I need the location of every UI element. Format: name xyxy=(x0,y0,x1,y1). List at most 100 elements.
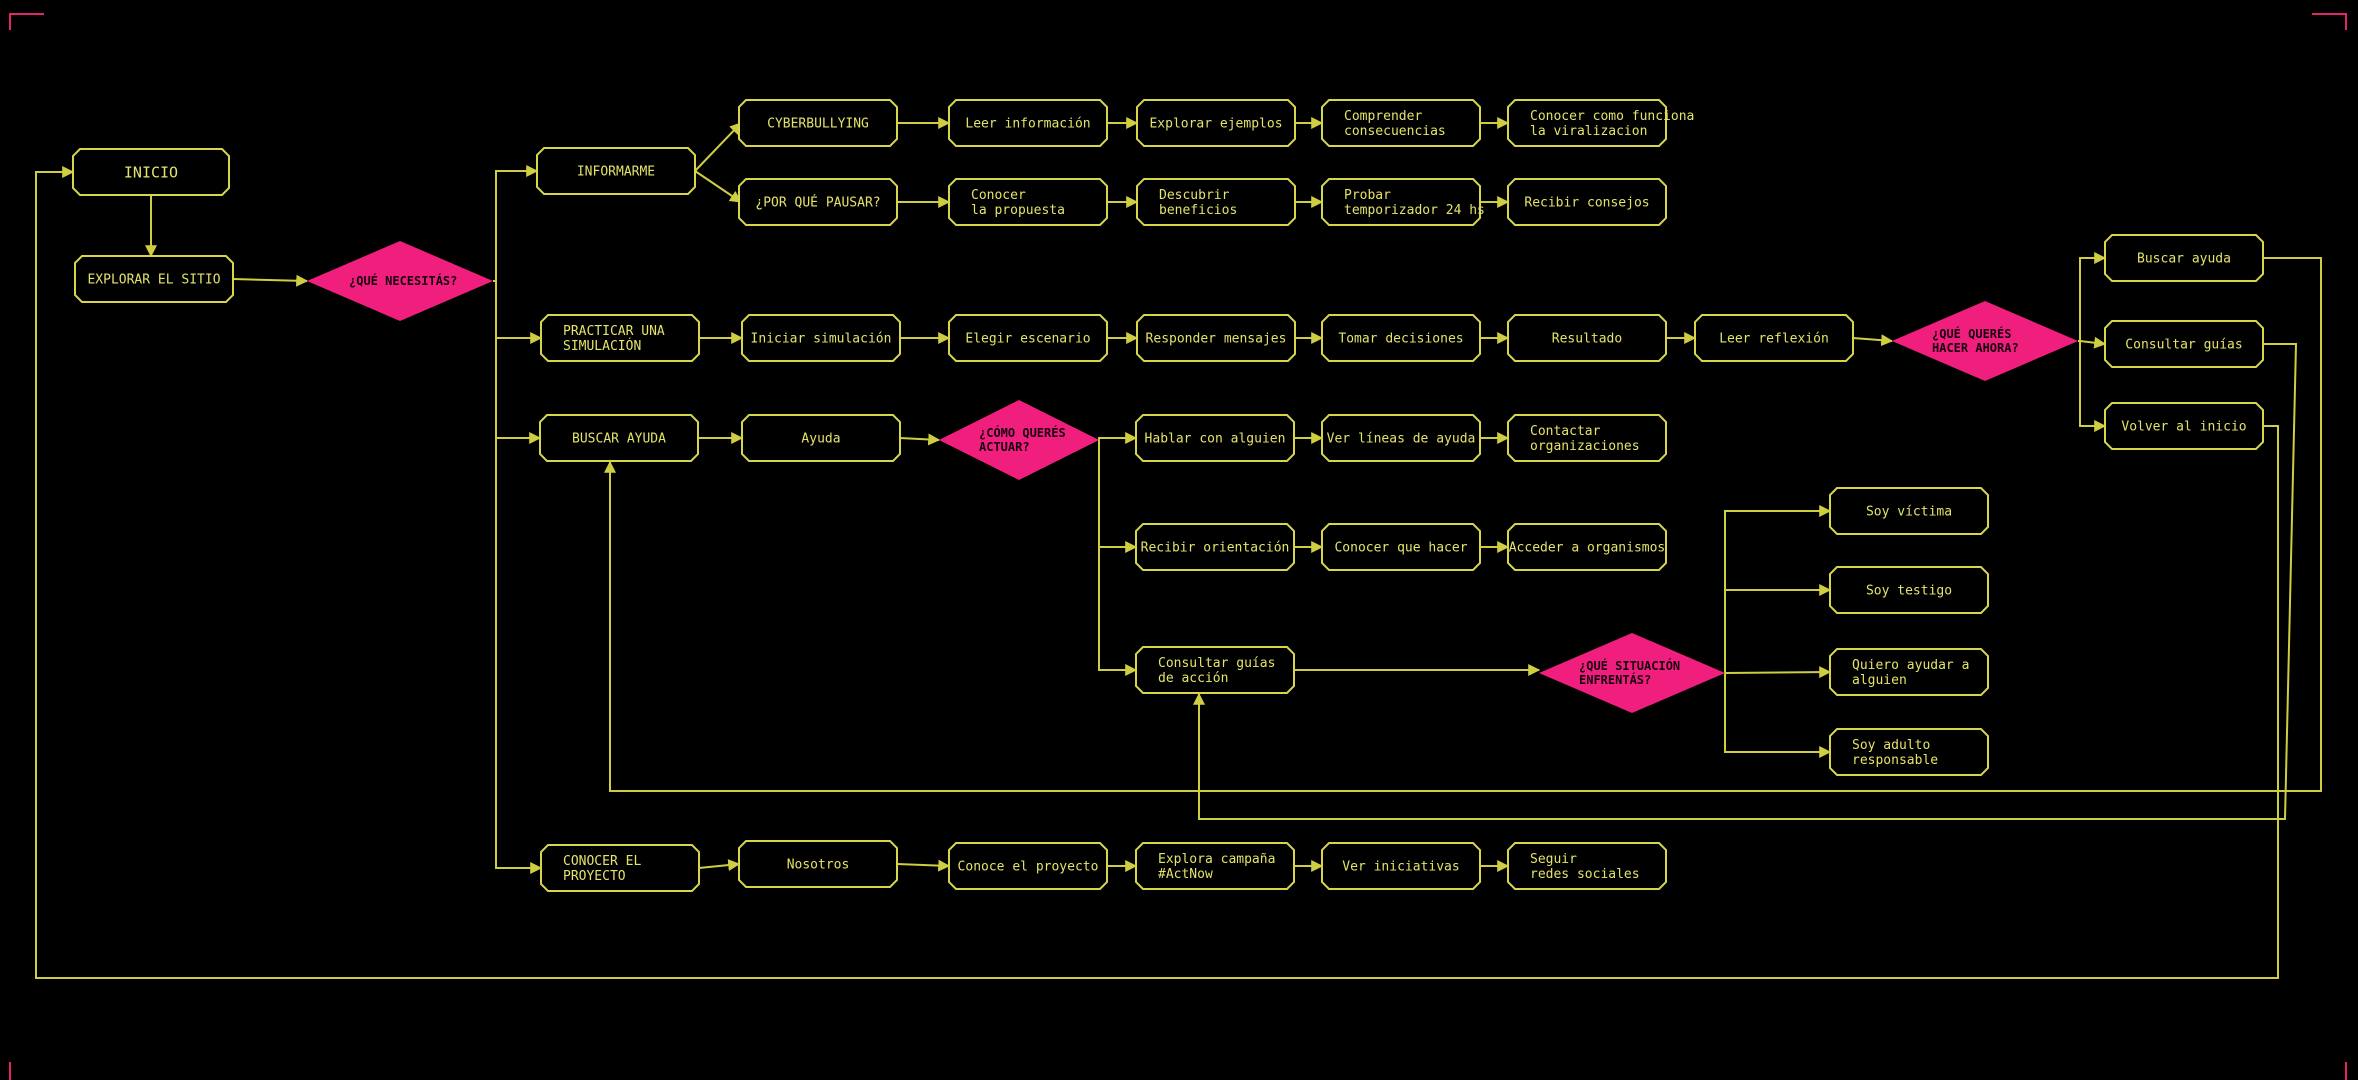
node-shape xyxy=(1507,314,1667,362)
node-shape xyxy=(738,178,898,226)
node-shape xyxy=(948,314,1108,362)
node-explorar-ejemplos[interactable]: Explorar ejemplos xyxy=(1136,99,1296,147)
node-shape xyxy=(1829,728,1989,776)
node-shape xyxy=(1321,523,1481,571)
node-shape xyxy=(2104,320,2264,368)
node-soy-testigo[interactable]: Soy testigo xyxy=(1829,566,1989,614)
decision-shape xyxy=(307,241,493,321)
node-label: consecuencias xyxy=(1344,124,1446,139)
node-label: Ver iniciativas xyxy=(1342,860,1459,875)
node-conoce-proyecto[interactable]: Conoce el proyecto xyxy=(948,842,1108,890)
node-conocer-que-hacer[interactable]: Conocer que hacer xyxy=(1321,523,1481,571)
node-label: Leer reflexión xyxy=(1719,332,1829,347)
node-elegir-escenario[interactable]: Elegir escenario xyxy=(948,314,1108,362)
corner-mark xyxy=(2312,13,2347,30)
node-label: responsable xyxy=(1852,753,1938,768)
node-explora-campana[interactable]: Explora campaña#ActNow xyxy=(1135,842,1295,890)
node-q-necesitas[interactable]: ¿QUÉ NECESITÁS? xyxy=(307,241,493,321)
node-hablar-alguien[interactable]: Hablar con alguien xyxy=(1135,414,1295,462)
node-leer-info[interactable]: Leer información xyxy=(948,99,1108,147)
node-label: Recibir orientación xyxy=(1141,541,1290,556)
node-ver-lineas[interactable]: Ver líneas de ayuda xyxy=(1321,414,1481,462)
node-label: Soy víctima xyxy=(1866,505,1952,520)
node-soy-victima[interactable]: Soy víctima xyxy=(1829,487,1989,535)
node-label: ¿QUÉ QUERÉS xyxy=(1932,326,2011,341)
node-label: Leer información xyxy=(965,117,1090,132)
node-shape xyxy=(741,414,901,462)
node-label: Ver líneas de ayuda xyxy=(1327,432,1476,447)
corner-mark xyxy=(9,13,44,30)
node-label: Probar xyxy=(1344,188,1391,203)
node-leer-reflexion[interactable]: Leer reflexión xyxy=(1694,314,1854,362)
node-volver-inicio[interactable]: Volver al inicio xyxy=(2104,402,2264,450)
node-shape xyxy=(2104,234,2264,282)
node-label: EXPLORAR EL SITIO xyxy=(87,273,220,288)
node-label: SIMULACIÓN xyxy=(563,338,641,354)
connector xyxy=(2079,336,2107,349)
node-label: Volver al inicio xyxy=(2121,420,2246,435)
node-informarme[interactable]: INFORMARME xyxy=(536,147,696,195)
node-label: INFORMARME xyxy=(577,165,655,180)
node-shape xyxy=(1321,99,1481,147)
node-label: la propuesta xyxy=(971,203,1065,218)
node-por-que-pausar[interactable]: ¿POR QUÉ PAUSAR? xyxy=(738,178,898,226)
node-label: ¿QUÉ SITUACIÓN xyxy=(1579,658,1680,673)
decision-shape xyxy=(1892,301,2078,381)
node-shape xyxy=(948,99,1108,147)
node-buscar-ayuda[interactable]: BUSCAR AYUDA xyxy=(539,414,699,462)
node-shape xyxy=(1829,648,1989,696)
node-shape xyxy=(1136,314,1296,362)
node-iniciar-sim[interactable]: Iniciar simulación xyxy=(741,314,901,362)
corner-marks xyxy=(9,13,2347,1080)
node-shape xyxy=(1507,523,1667,571)
node-label: INICIO xyxy=(124,163,178,181)
node-label: Contactar xyxy=(1530,424,1601,439)
node-buscar-ayuda-end[interactable]: Buscar ayuda xyxy=(2104,234,2264,282)
node-explorar[interactable]: EXPLORAR EL SITIO xyxy=(74,255,234,303)
node-label: Iniciar simulación xyxy=(751,332,892,347)
node-inicio[interactable]: INICIO xyxy=(72,148,230,196)
node-label: ¿POR QUÉ PAUSAR? xyxy=(755,195,880,211)
node-recibir-consejos[interactable]: Recibir consejos xyxy=(1507,178,1667,226)
node-tomar-decisiones[interactable]: Tomar decisiones xyxy=(1321,314,1481,362)
node-cyberbullying[interactable]: CYBERBULLYING xyxy=(738,99,898,147)
node-shape xyxy=(1135,842,1295,890)
node-shape xyxy=(948,842,1108,890)
node-resultado[interactable]: Resultado xyxy=(1507,314,1667,362)
node-acceder-organismos[interactable]: Acceder a organismos xyxy=(1507,523,1667,571)
node-shape xyxy=(72,148,230,196)
node-label: Conocer que hacer xyxy=(1334,541,1467,556)
node-shape xyxy=(1829,566,1989,614)
node-nosotros[interactable]: Nosotros xyxy=(738,840,898,888)
node-consultar-guias-end[interactable]: Consultar guías xyxy=(2104,320,2264,368)
node-label: Nosotros xyxy=(787,858,850,873)
node-shape xyxy=(1136,178,1296,226)
node-responder-mensajes[interactable]: Responder mensajes xyxy=(1136,314,1296,362)
node-label: Elegir escenario xyxy=(965,332,1090,347)
decision-shape xyxy=(1539,633,1725,713)
node-shape xyxy=(1829,487,1989,535)
decision-shape xyxy=(939,400,1099,480)
node-label: ¿CÓMO QUERÉS xyxy=(979,425,1066,440)
node-shape xyxy=(74,255,234,303)
node-ayuda[interactable]: Ayuda xyxy=(741,414,901,462)
node-recibir-orientacion[interactable]: Recibir orientación xyxy=(1135,523,1295,571)
node-label: Soy testigo xyxy=(1866,584,1952,599)
node-ver-iniciativas[interactable]: Ver iniciativas xyxy=(1321,842,1481,890)
